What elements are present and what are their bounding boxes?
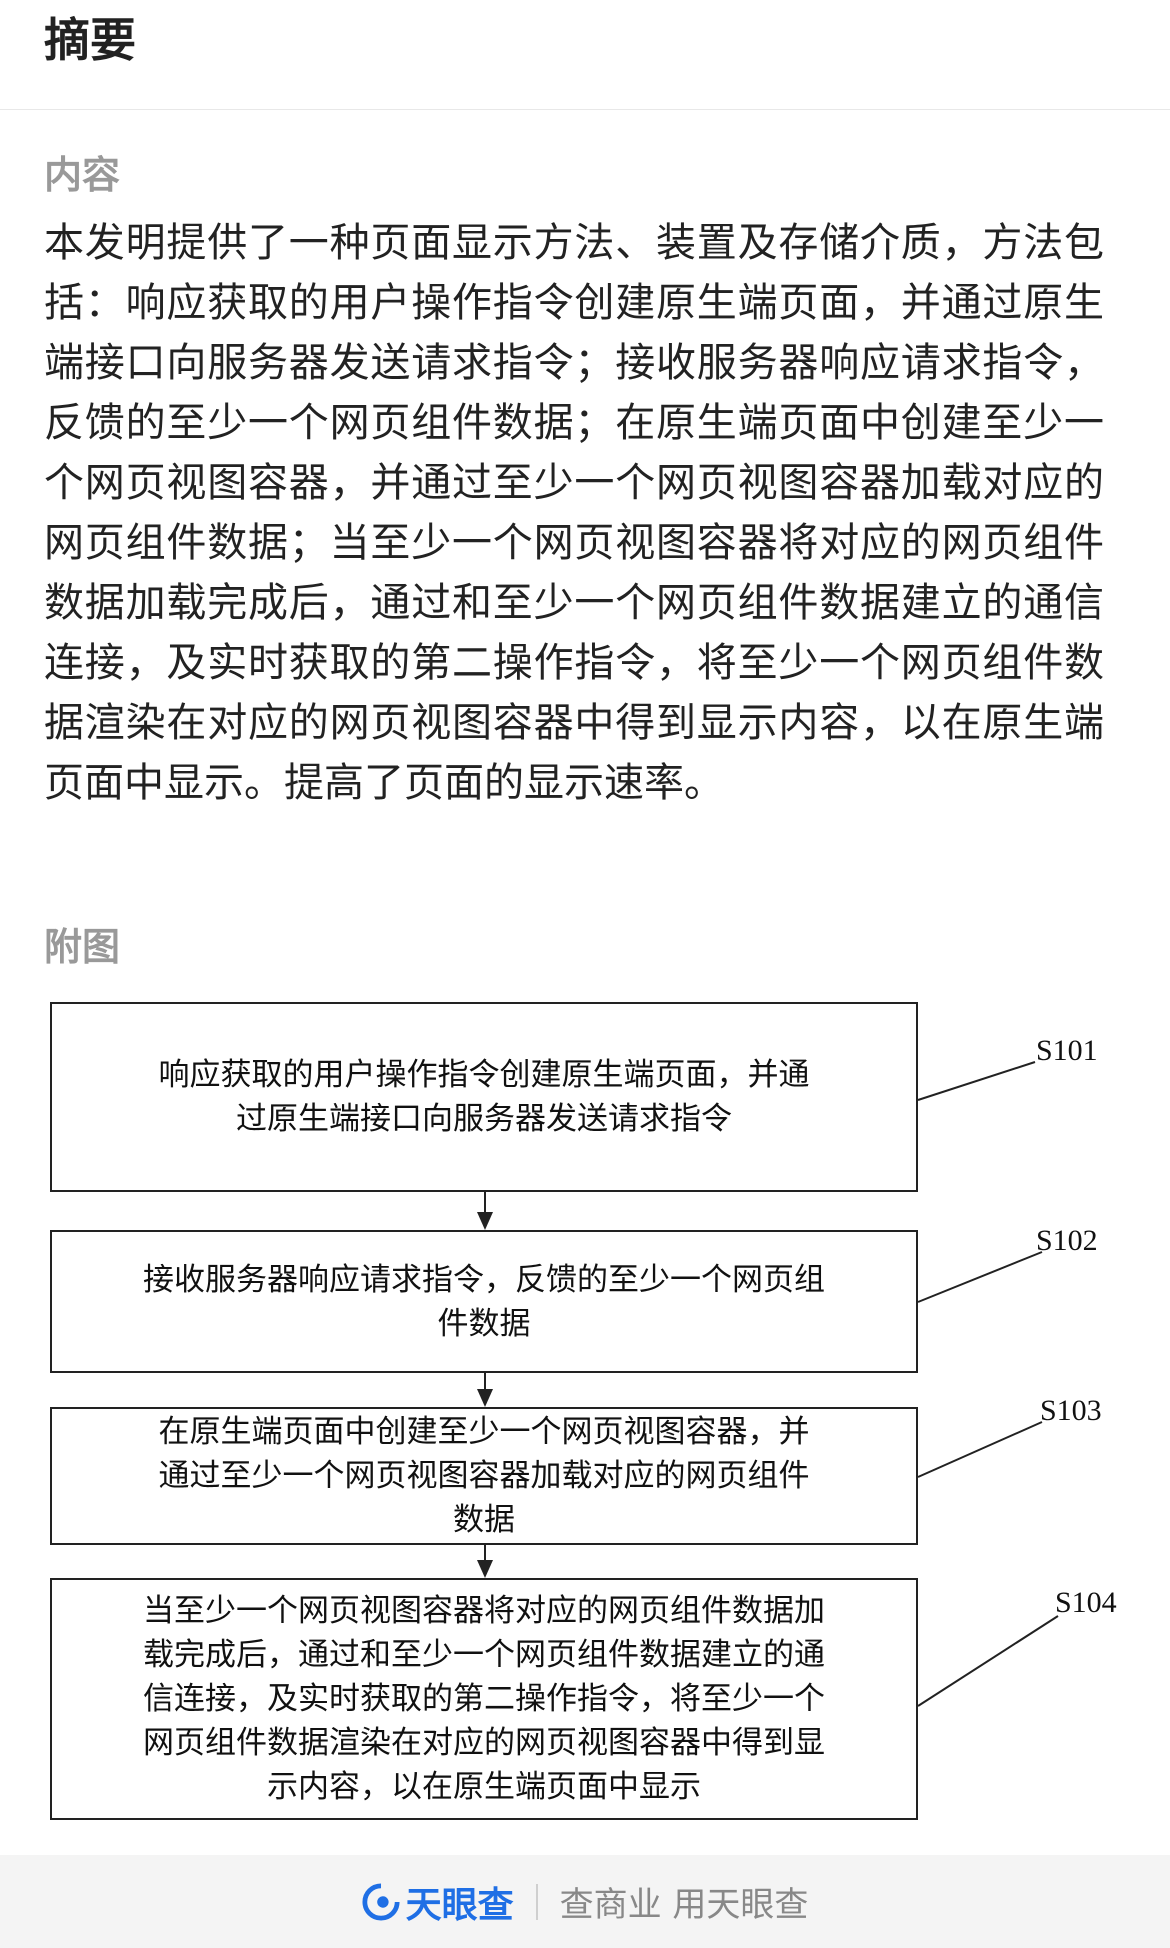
flow-step-text: 当至少一个网页视图容器将对应的网页组件数据加 — [143, 1593, 825, 1629]
step-label-s102: S102 — [1036, 1224, 1098, 1257]
tianyancha-logo-icon — [362, 1882, 400, 1921]
flow-step-text: 过原生端接口向服务器发送请求指令 — [236, 1101, 732, 1137]
flow-step-text: 示内容，以在原生端页面中显示 — [267, 1769, 701, 1805]
leader-s103 — [917, 1421, 1043, 1478]
brand-slogan: 查商业 用天眼查 — [559, 1885, 809, 1925]
brand-logo[interactable]: 天眼查 — [362, 1876, 514, 1928]
flow-step-box-s104: 当至少一个网页视图容器将对应的网页组件数据加 载完成后，通过和至少一个网页组件数… — [50, 1578, 918, 1820]
footer-divider — [535, 1883, 538, 1920]
abstract-text: 本发明提供了一种页面显示方法、装置及存储介质，方法包括：响应获取的用户操作指令创… — [44, 220, 1104, 806]
arrowhead-s103-s104 — [477, 1560, 493, 1578]
page-title: 摘要 — [44, 13, 136, 67]
flow-step-text: 载完成后，通过和至少一个网页组件数据建立的通 — [143, 1637, 825, 1673]
flow-step-text: 数据 — [453, 1502, 515, 1538]
leader-s104 — [917, 1615, 1059, 1707]
flowchart-connectors — [477, 1061, 1059, 1707]
flow-step-box-s102: 接收服务器响应请求指令，反馈的至少一个网页组 件数据 — [50, 1230, 918, 1373]
flowchart-figure: 响应获取的用户操作指令创建原生端页面，并通 过原生端接口向服务器发送请求指令 S… — [0, 990, 1170, 1850]
step-label-s101: S101 — [1036, 1034, 1098, 1067]
content-section-label: 内容 — [44, 153, 121, 197]
arrowhead-s102-s103 — [477, 1389, 493, 1407]
footer-bar: 天眼查 查商业 用天眼查 — [0, 1855, 1170, 1948]
leader-s101 — [917, 1061, 1036, 1101]
flow-step-box-s101: 响应获取的用户操作指令创建原生端页面，并通 过原生端接口向服务器发送请求指令 — [50, 1002, 918, 1192]
flow-step-box-s103: 在原生端页面中创建至少一个网页视图容器，并 通过至少一个网页视图容器加载对应的网… — [50, 1407, 918, 1545]
step-label-s104: S104 — [1055, 1586, 1117, 1619]
flow-step-text: 接收服务器响应请求指令，反馈的至少一个网页组 — [143, 1261, 825, 1298]
flow-step-text: 件数据 — [437, 1305, 531, 1342]
step-label-s103: S103 — [1040, 1394, 1102, 1427]
flow-step-text: 网页组件数据渲染在对应的网页视图容器中得到显 — [143, 1725, 825, 1761]
flow-step-text: 通过至少一个网页视图容器加载对应的网页组件 — [158, 1458, 810, 1494]
flow-step-text: 在原生端页面中创建至少一个网页视图容器，并 — [158, 1414, 810, 1450]
leader-s102 — [917, 1251, 1043, 1303]
flow-step-text: 响应获取的用户操作指令创建原生端页面，并通 — [158, 1057, 810, 1093]
page-header: 摘要 — [0, 0, 1170, 110]
flow-step-text: 信连接，及实时获取的第二操作指令，将至少一个 — [143, 1681, 825, 1717]
figure-section-label: 附图 — [44, 925, 121, 969]
arrowhead-s101-s102 — [477, 1212, 493, 1230]
brand-name: 天眼查 — [405, 1884, 514, 1926]
